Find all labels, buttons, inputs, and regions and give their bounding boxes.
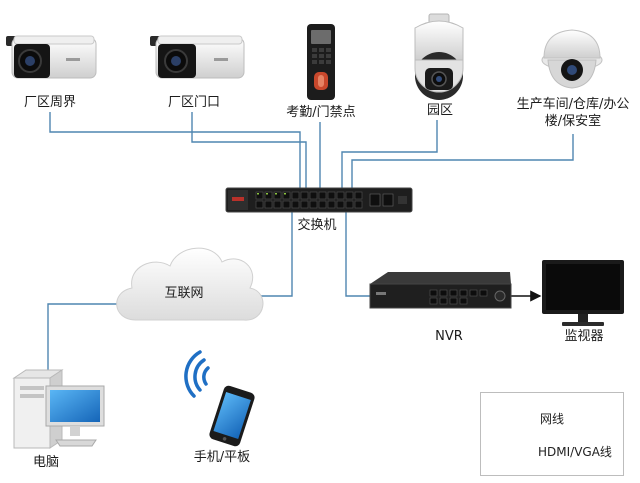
label-cam2: 厂区门口 xyxy=(167,95,221,110)
smartphone-icon xyxy=(209,385,255,447)
link-cam1-switch xyxy=(49,112,301,188)
label-internet: 互联网 xyxy=(164,286,204,301)
label-cam1: 厂区周界 xyxy=(23,95,77,110)
label-switch: 交换机 xyxy=(297,218,337,233)
label-access: 考勤/门禁点 xyxy=(286,105,356,120)
cloud-icon xyxy=(116,247,264,321)
network-lines xyxy=(47,112,574,372)
link-ptz-switch xyxy=(341,120,438,188)
label-pc: 电脑 xyxy=(32,455,60,470)
dome-camera-icon xyxy=(541,29,603,89)
wifi-icon xyxy=(184,350,210,398)
legend-network-line-label: 网线 xyxy=(540,412,565,426)
ptz-camera-icon xyxy=(414,13,464,100)
monitor-icon xyxy=(542,260,624,326)
label-dome: 生产车间/仓库/办公楼/保安室 xyxy=(516,97,630,129)
bullet-camera-icon xyxy=(6,35,97,79)
label-phone: 手机/平板 xyxy=(193,450,251,465)
link-cam2-switch xyxy=(191,112,307,188)
desktop-computer-icon xyxy=(12,369,105,449)
legend-hdmi-line-label: HDMI/VGA线 xyxy=(538,445,612,459)
legend xyxy=(480,392,624,476)
link-switch-internet xyxy=(250,212,293,297)
access-control-terminal-icon xyxy=(307,24,335,100)
network-switch-icon xyxy=(225,187,413,213)
link-internet-pc xyxy=(47,303,140,372)
bullet-camera-icon xyxy=(150,35,245,79)
label-nvr: NVR xyxy=(435,329,463,344)
link-dome-switch xyxy=(351,134,574,188)
link-switch-nvr xyxy=(345,212,370,297)
label-ptz: 园区 xyxy=(426,103,454,118)
nvr-icon xyxy=(369,272,512,309)
label-monitor: 监视器 xyxy=(564,329,604,344)
